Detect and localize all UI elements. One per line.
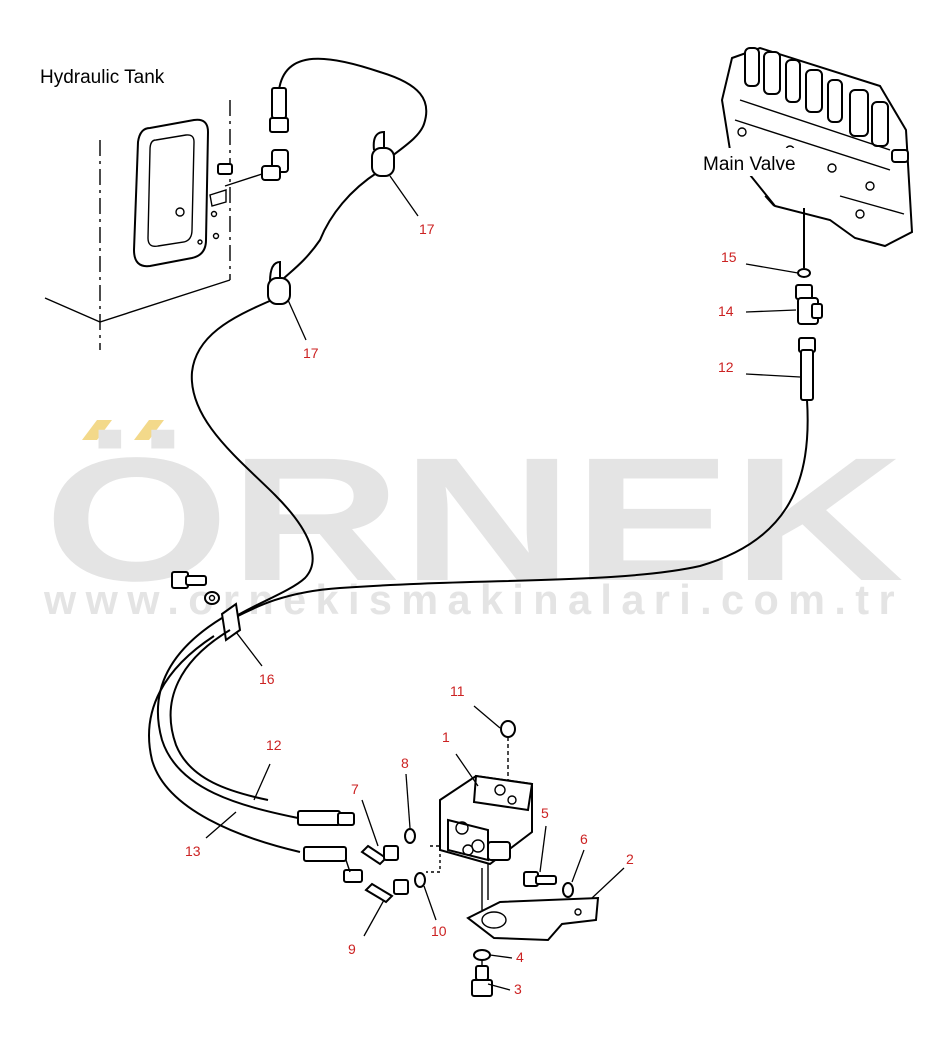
clamp-16-bolt bbox=[171, 571, 220, 605]
elbow-9 bbox=[364, 879, 409, 904]
callout-6: 6 bbox=[580, 831, 588, 847]
clamp-17-lower bbox=[267, 260, 291, 305]
washer-6 bbox=[562, 882, 574, 898]
callout-9: 9 bbox=[348, 941, 356, 957]
callout-12-upper: 12 bbox=[718, 359, 734, 375]
bolt-5 bbox=[523, 871, 557, 887]
callout-11: 11 bbox=[450, 683, 465, 699]
callout-17-upper: 17 bbox=[419, 221, 435, 237]
o-ring-8 bbox=[404, 828, 416, 844]
hose-lower-pair bbox=[148, 617, 363, 883]
callouts: 17 17 15 14 12 16 11 1 8 7 12 13 5 6 2 9… bbox=[185, 221, 737, 997]
callout-1: 1 bbox=[442, 729, 450, 745]
o-ring-15 bbox=[797, 268, 811, 278]
bolt-3 bbox=[471, 960, 493, 997]
bracket-2 bbox=[466, 896, 600, 942]
o-ring-10 bbox=[414, 872, 426, 888]
ppc-valve-1 bbox=[439, 774, 534, 910]
hydraulic-tank bbox=[44, 100, 231, 350]
callout-2: 2 bbox=[626, 851, 634, 867]
plug-11 bbox=[500, 720, 516, 780]
main-valve bbox=[720, 46, 914, 268]
callout-14: 14 bbox=[718, 303, 734, 319]
callout-10: 10 bbox=[431, 923, 447, 939]
watermark-accent-right bbox=[134, 420, 164, 440]
tank-elbow-fitting bbox=[217, 149, 289, 187]
label-hydraulic-tank: Hydraulic Tank bbox=[40, 67, 165, 88]
watermark-accent-left bbox=[82, 420, 112, 440]
leader-lines bbox=[205, 175, 801, 991]
clamp-17-upper bbox=[371, 130, 395, 177]
callout-4: 4 bbox=[516, 949, 524, 965]
callout-3: 3 bbox=[514, 981, 522, 997]
main-valve-label-bg bbox=[700, 148, 810, 176]
callout-17-lower: 17 bbox=[303, 345, 319, 361]
hose-tank-return bbox=[190, 57, 428, 621]
elbow-fitting-14 bbox=[795, 284, 823, 325]
callout-5: 5 bbox=[541, 805, 549, 821]
callout-7: 7 bbox=[351, 781, 359, 797]
callout-16: 16 bbox=[259, 671, 275, 687]
callout-13: 13 bbox=[185, 843, 201, 859]
callout-12-lower: 12 bbox=[266, 737, 282, 753]
elbow-7 bbox=[360, 844, 399, 866]
washer-4 bbox=[473, 949, 491, 961]
callout-15: 15 bbox=[721, 249, 737, 265]
label-main-valve: Main Valve bbox=[703, 154, 796, 175]
callout-8: 8 bbox=[401, 755, 409, 771]
hose-main-valve-supply bbox=[229, 337, 816, 621]
